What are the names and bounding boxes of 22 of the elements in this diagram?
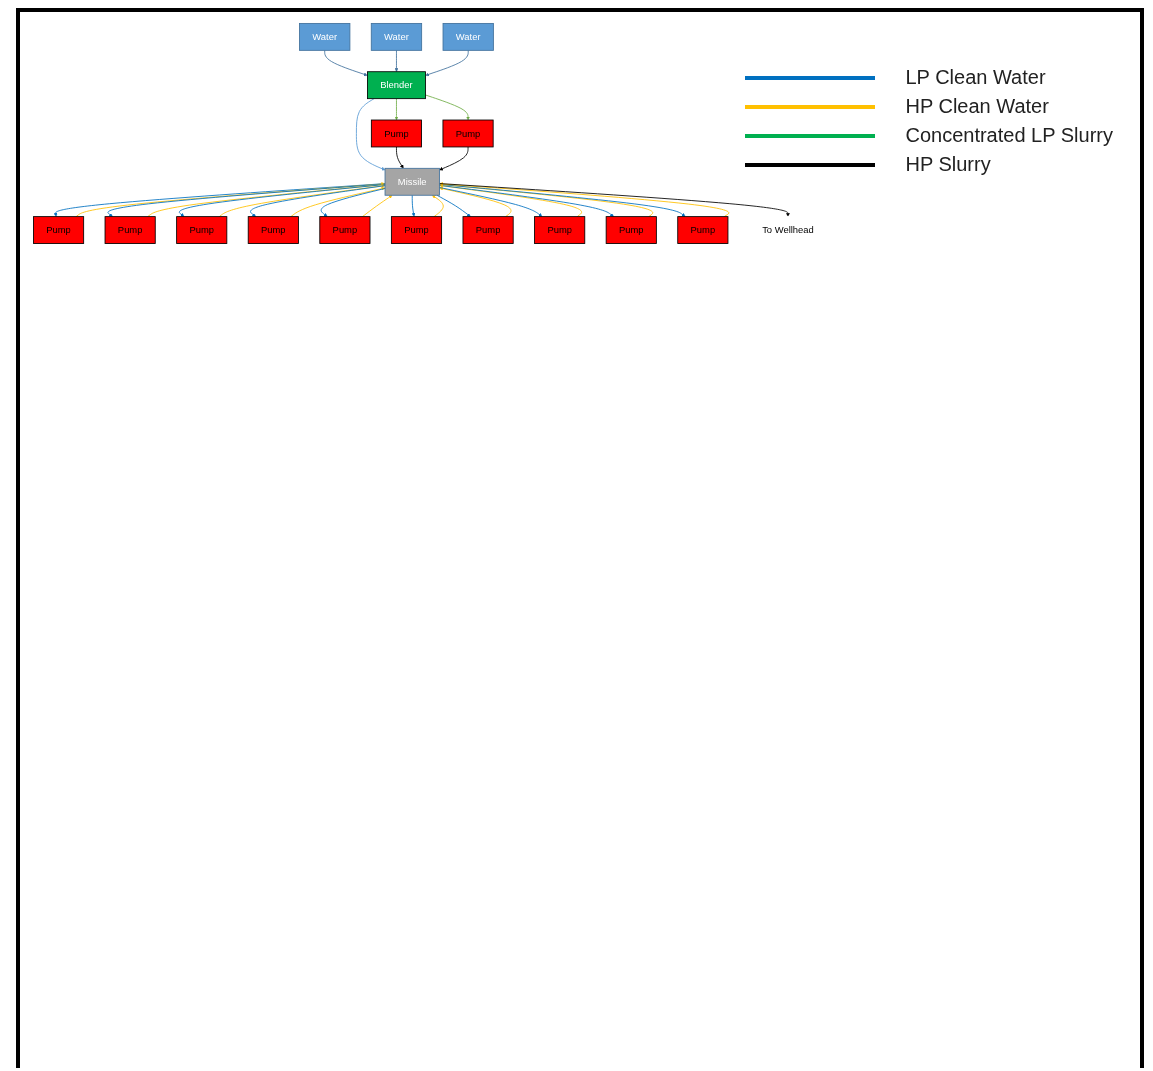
- node-box: Pump: [462, 216, 514, 244]
- node-box: Pump: [677, 216, 729, 244]
- node-text: To Wellhead: [762, 224, 814, 236]
- node-box: Missile: [384, 167, 440, 196]
- node-box: Pump: [319, 216, 371, 244]
- node-box: Water: [442, 23, 494, 51]
- node-box: Pump: [390, 216, 443, 244]
- legend-label: Concentrated LP Slurry: [905, 124, 1113, 147]
- node-box: Pump: [534, 216, 586, 244]
- node-box: Pump: [104, 216, 156, 244]
- node-box: Water: [370, 23, 423, 51]
- node-box: Blender: [367, 71, 426, 100]
- node-box: Pump: [33, 216, 85, 244]
- legend-label: LP Clean Water: [905, 66, 1046, 89]
- legend-label: HP Slurry: [905, 153, 991, 176]
- legend-label: HP Clean Water: [905, 95, 1049, 118]
- node-box: Pump: [605, 216, 657, 244]
- node-box: Water: [299, 23, 351, 51]
- node-box: Pump: [370, 119, 422, 148]
- node-box: Pump: [176, 216, 228, 244]
- node-box: Pump: [247, 216, 299, 244]
- node-box: Pump: [442, 119, 494, 148]
